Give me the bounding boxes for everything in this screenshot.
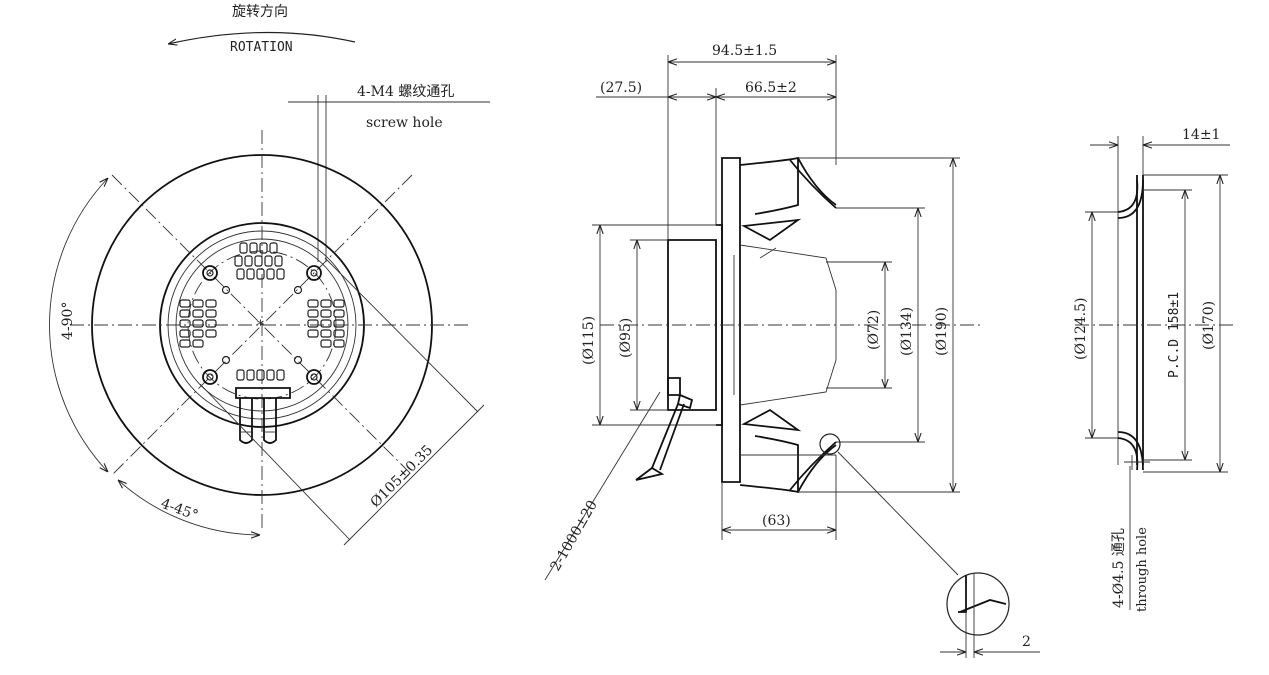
screw-holes (202, 265, 322, 385)
rotation-label-cn: 旋转方向 (232, 4, 288, 20)
dia-105-dimension (343, 404, 485, 546)
length-66-5-label: 66.5±2 (745, 80, 797, 96)
length-94-5-label: 94.5±1.5 (712, 43, 777, 59)
dia-170-label: (Ø170) (1201, 301, 1217, 350)
detail-view (946, 572, 1010, 636)
front-view: 旋转方向 ROTATION 4-M4 螺纹通孔 screw hole * (49, 4, 490, 546)
dia-95-label: (Ø95) (618, 318, 634, 358)
width-63-label: (63) (762, 513, 791, 529)
angle-45-arc (118, 480, 260, 535)
through-hole-label-cn: 4-Ø4.5 通孔 (1111, 528, 1127, 608)
screw-hole-label-en: screw hole (366, 115, 443, 131)
cable-length-label: 2-1000±20 (548, 498, 601, 574)
ring-view: 14±1 (Ø124.5) P.C.D 158±1 (Ø170) 4-Ø4.5 … (1073, 127, 1235, 612)
dia-115-label: (Ø115) (581, 316, 597, 365)
motor-housing (667, 239, 717, 411)
dia-72-label: (Ø72) (866, 310, 882, 350)
dia-105-label: Ø105±0.35 (368, 442, 437, 511)
ring-flange (1136, 175, 1144, 465)
dia-134-label: (Ø134) (899, 307, 915, 356)
cable (635, 377, 694, 481)
cable-length-dimension (544, 391, 661, 581)
pcd-label: P.C.D 158±1 (1167, 292, 1182, 378)
svg-text:*: * (257, 318, 264, 334)
cable-exit (235, 387, 291, 444)
angle-90-arc (49, 178, 108, 472)
through-hole-label-en: through hole (1135, 527, 1150, 612)
side-view: 94.5±1.5 (27.5) 66.5±2 (544, 43, 1040, 658)
impeller-backplate (721, 157, 741, 483)
angle-90-label: 4-90° (60, 302, 76, 340)
angle-45-label: 4-45° (159, 496, 201, 524)
dia-190-label: (Ø190) (934, 307, 950, 356)
dia-124-5-label: (Ø124.5) (1073, 298, 1089, 360)
screw-hole-label-cn: 4-M4 螺纹通孔 (357, 84, 454, 100)
length-27-5-label: (27.5) (600, 80, 642, 96)
rotation-label-en: ROTATION (230, 40, 293, 55)
detail-gap-label: 2 (1022, 634, 1031, 650)
vent-slots (179, 242, 345, 381)
rotation-arrow (168, 31, 356, 44)
detail-marker (819, 433, 841, 455)
thickness-label: 14±1 (1182, 127, 1220, 143)
